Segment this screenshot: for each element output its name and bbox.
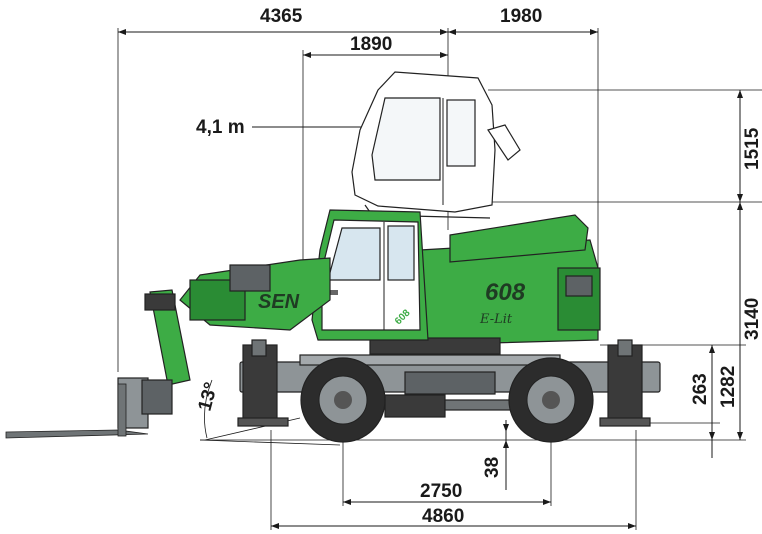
dimension-labels: 4365 1980 1890 4,1 m 1515 3140 1282 263 …	[195, 6, 762, 527]
dim-cab-height: 3140	[742, 298, 762, 340]
dim-outrigger-lift: 263	[690, 373, 711, 405]
dim-upper-height: 1282	[718, 366, 739, 408]
dim-cab-raised-height: 4,1 m	[196, 117, 245, 138]
dim-ground-clearance: 38	[482, 457, 503, 478]
rear-wheel	[508, 357, 594, 443]
front-wheel	[300, 357, 386, 443]
dim-overall-front: 4365	[260, 6, 303, 27]
telescopic-boom	[5, 257, 331, 439]
dim-outrigger-span: 4860	[422, 506, 464, 527]
dim-cab-offset: 1890	[350, 34, 392, 55]
brand-logo: SEN	[258, 291, 300, 313]
model-number: 608	[485, 279, 526, 306]
cab	[311, 209, 429, 341]
model-script: E-Lit	[479, 312, 513, 327]
dim-wheelbase: 2750	[420, 481, 462, 502]
upper-carriage	[369, 214, 601, 355]
dim-cab-lift: 1515	[742, 127, 762, 170]
raised-cab-outline	[351, 71, 521, 219]
dim-rear-overhang: 1980	[500, 6, 542, 27]
dim-angle: 13°	[195, 380, 223, 413]
